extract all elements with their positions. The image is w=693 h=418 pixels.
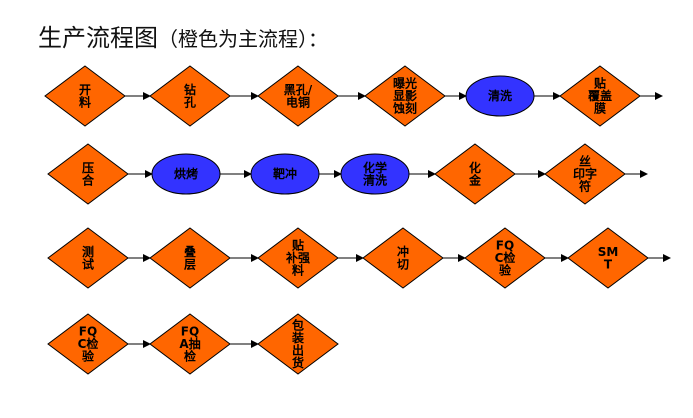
node-label: 出 <box>292 342 304 357</box>
node-label: 贴 <box>292 238 304 253</box>
node-label: 层 <box>184 257 196 271</box>
process-node-dieceng: 叠层 <box>149 227 231 289</box>
process-node-qingxi1: 清洗 <box>465 75 535 117</box>
node-label: 显影 <box>393 88 417 103</box>
diamond-shape <box>257 65 339 127</box>
diamond-shape <box>559 65 641 127</box>
process-node-hongkao: 烘烤 <box>151 153 221 195</box>
node-label: 验 <box>499 263 512 278</box>
node-label: 合 <box>82 172 95 187</box>
diamond-shape <box>544 143 626 205</box>
node-label: 补强 <box>285 250 310 265</box>
node-label: 靶冲 <box>273 166 297 181</box>
node-label: 钻 <box>184 82 196 97</box>
node-label: 试 <box>82 256 94 271</box>
node-label: 孔 <box>184 95 196 109</box>
diamond-shape <box>257 313 339 375</box>
node-label: 清洗 <box>363 172 387 187</box>
diamond-shape <box>149 313 231 375</box>
diamond-shape <box>257 227 339 289</box>
node-label: 叠 <box>184 244 196 259</box>
process-node-huajin: 化金 <box>434 143 516 205</box>
process-node-bachong: 靶冲 <box>250 153 320 195</box>
node-label: 蚀刻 <box>392 101 417 116</box>
title-sub: （橙色为主流程）： <box>158 27 328 51</box>
diamond-shape <box>149 65 231 127</box>
diamond-shape <box>47 227 129 289</box>
node-label: 黑孔/ <box>284 83 313 97</box>
process-node-chongqie: 冲切 <box>362 227 444 289</box>
node-label: 金 <box>468 172 482 187</box>
ellipse-shape <box>151 153 221 195</box>
process-node-zuankong: 钻孔 <box>149 65 231 127</box>
process-node-kailiao: 开料 <box>44 65 126 127</box>
node-label: 压 <box>82 161 94 175</box>
diamond-shape <box>567 227 649 289</box>
ellipse-shape <box>465 75 535 117</box>
diamond-shape <box>434 143 516 205</box>
title-main: 生产流程图 <box>38 24 158 52</box>
node-label: FQ <box>496 239 514 253</box>
node-label: C检 <box>495 250 516 265</box>
node-label: 丝 <box>579 154 591 169</box>
node-label: 测 <box>82 244 94 259</box>
node-label: 覆盖 <box>587 88 612 103</box>
node-label: C检 <box>78 336 99 351</box>
node-label: 检 <box>184 349 196 364</box>
process-node-ceshi: 测试 <box>47 227 129 289</box>
diamond-shape <box>47 143 129 205</box>
node-label: A抽 <box>179 336 200 351</box>
node-label: 清洗 <box>488 88 512 103</box>
node-label: FQ <box>181 325 199 339</box>
node-label: 贴 <box>594 76 606 91</box>
diamond-shape <box>149 227 231 289</box>
diamond-shape <box>364 65 446 127</box>
node-label: 符 <box>579 179 591 194</box>
node-label: 烘烤 <box>174 166 198 181</box>
diamond-shape <box>464 227 546 289</box>
node-label: 切 <box>397 257 409 271</box>
node-label: 料 <box>79 94 91 109</box>
diamond-shape <box>47 313 129 375</box>
node-label: 包 <box>291 317 304 332</box>
process-node-smt: SMT <box>567 227 649 289</box>
node-label: 曝光 <box>393 76 417 91</box>
process-node-yahe: 压合 <box>47 143 129 205</box>
node-label: 化 <box>469 160 481 175</box>
ellipse-shape <box>340 153 410 195</box>
node-label: SM <box>598 245 619 259</box>
node-label: 料 <box>292 263 304 278</box>
node-label: 冲 <box>397 244 409 259</box>
ellipse-shape <box>250 153 320 195</box>
diamond-shape <box>362 227 444 289</box>
process-node-heikong: 黑孔/电铜 <box>257 65 339 127</box>
node-label: 货 <box>292 355 304 370</box>
node-label: 化学 <box>363 160 387 175</box>
node-label: 装 <box>291 330 304 345</box>
page-title: 生产流程图（橙色为主流程）： <box>38 18 328 53</box>
node-label: 电铜 <box>286 94 310 109</box>
node-label: 膜 <box>594 101 606 116</box>
node-label: FQ <box>79 325 97 339</box>
node-label: T <box>604 257 613 271</box>
diamond-shape <box>44 65 126 127</box>
node-label: 印字 <box>573 166 597 181</box>
node-label: 验 <box>82 349 95 364</box>
node-label: 开 <box>79 83 91 97</box>
